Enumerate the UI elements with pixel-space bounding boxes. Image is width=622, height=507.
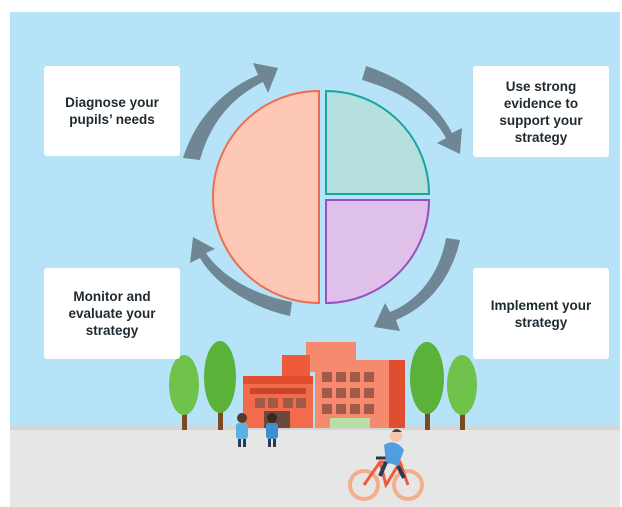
step-card-monitor: Monitor and evaluate your strategy <box>44 268 180 359</box>
step-label-monitor: Monitor and evaluate your strategy <box>68 289 156 338</box>
pie-half-segment <box>212 89 320 305</box>
step-card-implement: Implement your strategy <box>473 268 609 359</box>
pupils <box>236 413 278 447</box>
step-label-diagnose: Diagnose your pupils’ needs <box>65 95 159 127</box>
school-building-icon <box>243 342 405 428</box>
step-card-evidence: Use strong evidence to support your stra… <box>473 66 609 157</box>
cycle-arrow-icon <box>183 63 278 160</box>
cycle-arrow-icon <box>374 238 460 331</box>
pie-purple-segment <box>325 199 431 305</box>
trees-left <box>169 341 236 430</box>
step-label-evidence: Use strong evidence to support your stra… <box>499 78 583 145</box>
pupil-icon <box>236 413 248 447</box>
step-card-diagnose: Diagnose your pupils’ needs <box>44 66 180 156</box>
ground <box>10 428 620 507</box>
tree-icon <box>204 341 236 430</box>
step-label-implement: Implement your strategy <box>490 297 592 330</box>
tree-icon <box>410 342 444 430</box>
pupil-icon <box>266 413 278 447</box>
cycle-arrow-icon <box>362 66 462 154</box>
cycle-arrows <box>183 63 462 331</box>
cyclist-icon <box>348 429 424 501</box>
pie-icon <box>212 89 431 305</box>
pie-teal-segment <box>325 89 431 195</box>
tree-icon <box>169 355 199 430</box>
cycle-arrow-icon <box>190 237 292 316</box>
trees-right <box>410 342 477 430</box>
tree-icon <box>447 355 477 430</box>
